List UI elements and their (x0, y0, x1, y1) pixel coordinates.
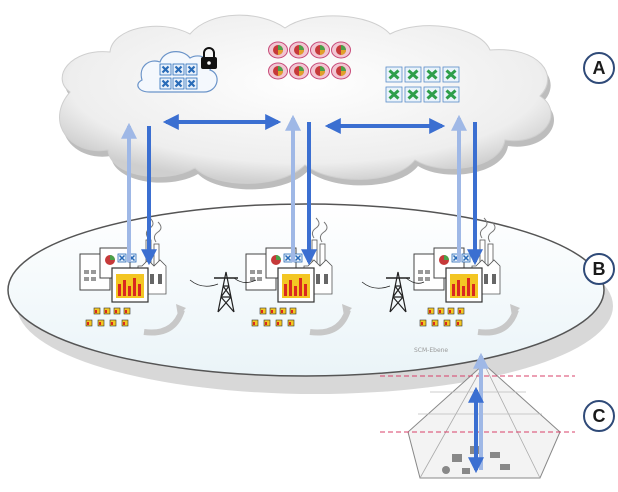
private-cloud-service (137, 47, 218, 93)
power-pylon-icon (189, 271, 257, 313)
vertical-data-arrows (121, 114, 483, 266)
power-pylon-icon (361, 271, 425, 313)
cloud-icon (59, 14, 555, 190)
layer-label-b: B (583, 253, 615, 285)
pyramid-top-level-label: SCM-Ebene (414, 347, 449, 354)
automation-pyramid (380, 352, 575, 479)
layer-label-a: A (583, 52, 615, 84)
cloud-exchange-arrows (162, 114, 446, 134)
lock-icon (201, 47, 217, 69)
layer-label-c: C (583, 400, 615, 432)
